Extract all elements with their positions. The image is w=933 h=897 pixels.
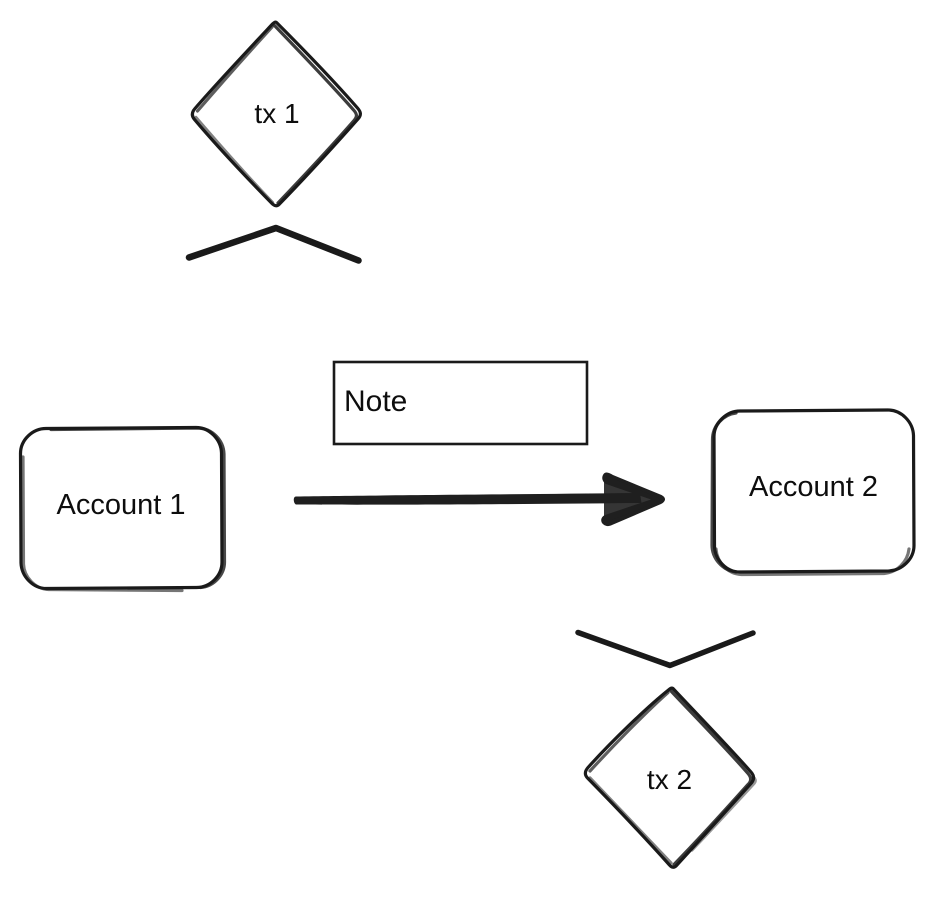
- node-note-label: Note: [344, 385, 408, 418]
- node-account-2-label: Account 2: [749, 471, 878, 503]
- connector-transfer-arrow[interactable]: [293, 472, 666, 527]
- node-account-1-shape[interactable]: [18, 425, 227, 593]
- node-note-shape[interactable]: [332, 360, 589, 446]
- node-tx-2-label: tx 2: [646, 764, 693, 795]
- node-account-1-label: Account 1: [56, 489, 186, 521]
- connector-tx-1-chevron[interactable]: [185, 224, 362, 264]
- node-account-2-shape[interactable]: [710, 408, 916, 577]
- node-tx-1-label: tx 1: [254, 98, 300, 129]
- node-tx-2-shape[interactable]: [583, 686, 757, 869]
- node-tx-1-shape[interactable]: [190, 20, 362, 208]
- connector-tx-2-chevron[interactable]: [575, 629, 756, 669]
